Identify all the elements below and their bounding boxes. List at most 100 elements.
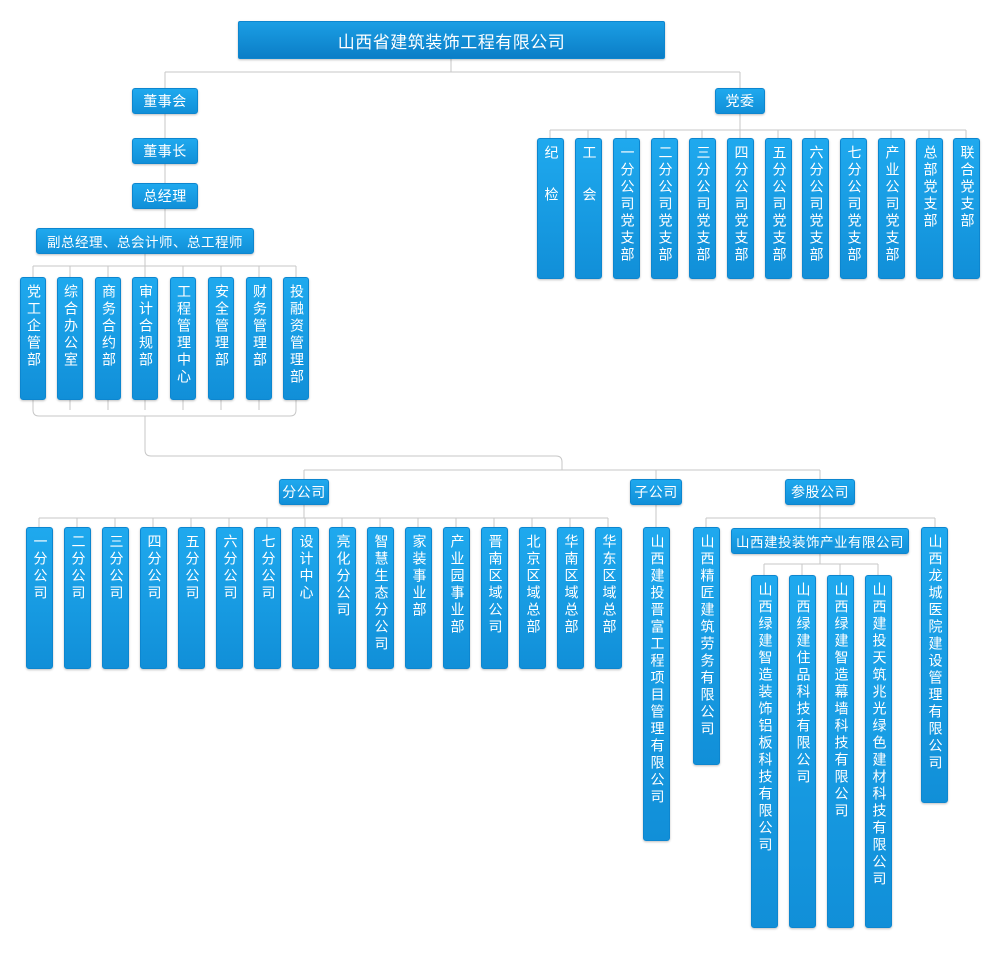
party-unit-box: 二分公司党支部 — [651, 138, 678, 279]
party-unit-box: 联合党支部 — [953, 138, 980, 279]
branch-label: 七分公司 — [259, 534, 276, 602]
branch-box: 设计中心 — [292, 527, 319, 669]
party-unit-label: 四分公司党支部 — [732, 145, 749, 264]
party-unit-label: 五分公司党支部 — [770, 145, 787, 264]
branch-box: 三分公司 — [102, 527, 129, 669]
branch-box: 北京区域总部 — [519, 527, 546, 669]
party-unit-label: 纪检 — [542, 145, 559, 229]
board-box: 董事会 — [132, 88, 198, 114]
branch-box: 产业园事业部 — [443, 527, 470, 669]
branch-label: 二分公司 — [69, 534, 86, 602]
general-manager-label: 总经理 — [143, 189, 187, 205]
dept-box: 财务管理部 — [246, 277, 272, 400]
branch-label: 北京区域总部 — [524, 534, 541, 636]
dept-label: 安全管理部 — [213, 284, 229, 369]
party-unit-label: 三分公司党支部 — [694, 145, 711, 264]
branch-box: 七分公司 — [254, 527, 281, 669]
dept-label: 工程管理中心 — [175, 284, 191, 386]
branch-box: 智慧生态分公司 — [367, 527, 394, 669]
branch-box: 亮化分公司 — [329, 527, 356, 669]
branch-box: 四分公司 — [140, 527, 167, 669]
branch-label: 晋南区域公司 — [486, 534, 503, 636]
party-committee-box: 党委 — [715, 88, 765, 114]
industry-group-box: 山西建投装饰产业有限公司 — [731, 528, 909, 554]
branch-label: 智慧生态分公司 — [372, 534, 389, 653]
branch-box: 五分公司 — [178, 527, 205, 669]
party-unit-label: 七分公司党支部 — [845, 145, 862, 264]
party-unit-box: 五分公司党支部 — [765, 138, 792, 279]
dept-box: 审计合规部 — [132, 277, 158, 400]
branch-box: 六分公司 — [216, 527, 243, 669]
industry-company-label: 山西绿建智造装饰铝板科技有限公司 — [756, 582, 773, 854]
party-unit-label: 一分公司党支部 — [618, 145, 635, 264]
subsidiary-header-box: 子公司 — [630, 479, 682, 505]
dept-label: 综合办公室 — [62, 284, 78, 369]
branch-label: 三分公司 — [107, 534, 124, 602]
longcheng-label: 山西龙城医院建设管理有限公司 — [926, 534, 943, 772]
company-title: 山西省建筑装饰工程有限公司 — [337, 32, 566, 53]
industry-company-box: 山西绿建智造装饰铝板科技有限公司 — [751, 575, 778, 928]
jiangjiang-label: 山西精匠建筑劳务有限公司 — [698, 534, 715, 738]
subsidiary-header-label: 子公司 — [634, 485, 678, 501]
longcheng-box: 山西龙城医院建设管理有限公司 — [921, 527, 948, 803]
party-unit-box: 产业公司党支部 — [878, 138, 905, 279]
chairman-box: 董事长 — [132, 138, 198, 164]
branch-box: 华东区域总部 — [595, 527, 622, 669]
party-unit-label: 总部党支部 — [921, 145, 938, 230]
branch-label: 华南区域总部 — [562, 534, 579, 636]
branch-box: 家装事业部 — [405, 527, 432, 669]
deputies-box: 副总经理、总会计师、总工程师 — [36, 228, 254, 254]
dept-label: 审计合规部 — [137, 284, 153, 369]
shareholding-header-label: 参股公司 — [791, 485, 849, 501]
branch-label: 亮化分公司 — [334, 534, 351, 619]
party-unit-box: 六分公司党支部 — [802, 138, 829, 279]
branches-header-box: 分公司 — [279, 479, 329, 505]
board-label: 董事会 — [143, 94, 187, 110]
party-unit-label: 产业公司党支部 — [883, 145, 900, 264]
party-unit-box: 一分公司党支部 — [613, 138, 640, 279]
branch-box: 二分公司 — [64, 527, 91, 669]
party-unit-label: 六分公司党支部 — [807, 145, 824, 264]
party-unit-box: 总部党支部 — [916, 138, 943, 279]
shareholding-header-box: 参股公司 — [785, 479, 855, 505]
branch-box: 晋南区域公司 — [481, 527, 508, 669]
industry-company-label: 山西绿建住品科技有限公司 — [794, 582, 811, 786]
industry-company-label: 山西绿建智造幕墙科技有限公司 — [832, 582, 849, 820]
subsidiary-label: 山西建投晋富工程项目管理有限公司 — [648, 534, 665, 806]
branch-label: 四分公司 — [145, 534, 162, 602]
subsidiary-box: 山西建投晋富工程项目管理有限公司 — [643, 527, 670, 841]
party-unit-box: 三分公司党支部 — [689, 138, 716, 279]
dept-label: 党工企管部 — [25, 284, 41, 369]
party-unit-box: 工会 — [575, 138, 602, 279]
dept-label: 财务管理部 — [251, 284, 267, 369]
branch-label: 家装事业部 — [410, 534, 427, 619]
dept-box: 安全管理部 — [208, 277, 234, 400]
branch-label: 一分公司 — [31, 534, 48, 602]
dept-box: 投融资管理部 — [283, 277, 309, 400]
party-unit-box: 纪检 — [537, 138, 564, 279]
industry-company-label: 山西建投天筑兆光绿色建材科技有限公司 — [870, 582, 887, 888]
branch-label: 六分公司 — [221, 534, 238, 602]
branches-header-label: 分公司 — [282, 485, 326, 501]
dept-box: 综合办公室 — [57, 277, 83, 400]
dept-box: 工程管理中心 — [170, 277, 196, 400]
party-unit-label: 工会 — [580, 145, 597, 229]
industry-company-box: 山西绿建住品科技有限公司 — [789, 575, 816, 928]
branch-label: 五分公司 — [183, 534, 200, 602]
industry-company-box: 山西建投天筑兆光绿色建材科技有限公司 — [865, 575, 892, 928]
dept-label: 商务合约部 — [100, 284, 116, 369]
party-unit-box: 四分公司党支部 — [727, 138, 754, 279]
party-unit-box: 七分公司党支部 — [840, 138, 867, 279]
branch-box: 一分公司 — [26, 527, 53, 669]
chairman-label: 董事长 — [143, 144, 187, 160]
industry-company-box: 山西绿建智造幕墙科技有限公司 — [827, 575, 854, 928]
branch-label: 设计中心 — [297, 534, 314, 602]
dept-label: 投融资管理部 — [288, 284, 304, 386]
party-unit-label: 联合党支部 — [958, 145, 975, 230]
dept-box: 商务合约部 — [95, 277, 121, 400]
general-manager-box: 总经理 — [132, 183, 198, 209]
branch-label: 产业园事业部 — [448, 534, 465, 636]
jiangjiang-box: 山西精匠建筑劳务有限公司 — [693, 527, 720, 765]
dept-box: 党工企管部 — [20, 277, 46, 400]
party-unit-label: 二分公司党支部 — [656, 145, 673, 264]
